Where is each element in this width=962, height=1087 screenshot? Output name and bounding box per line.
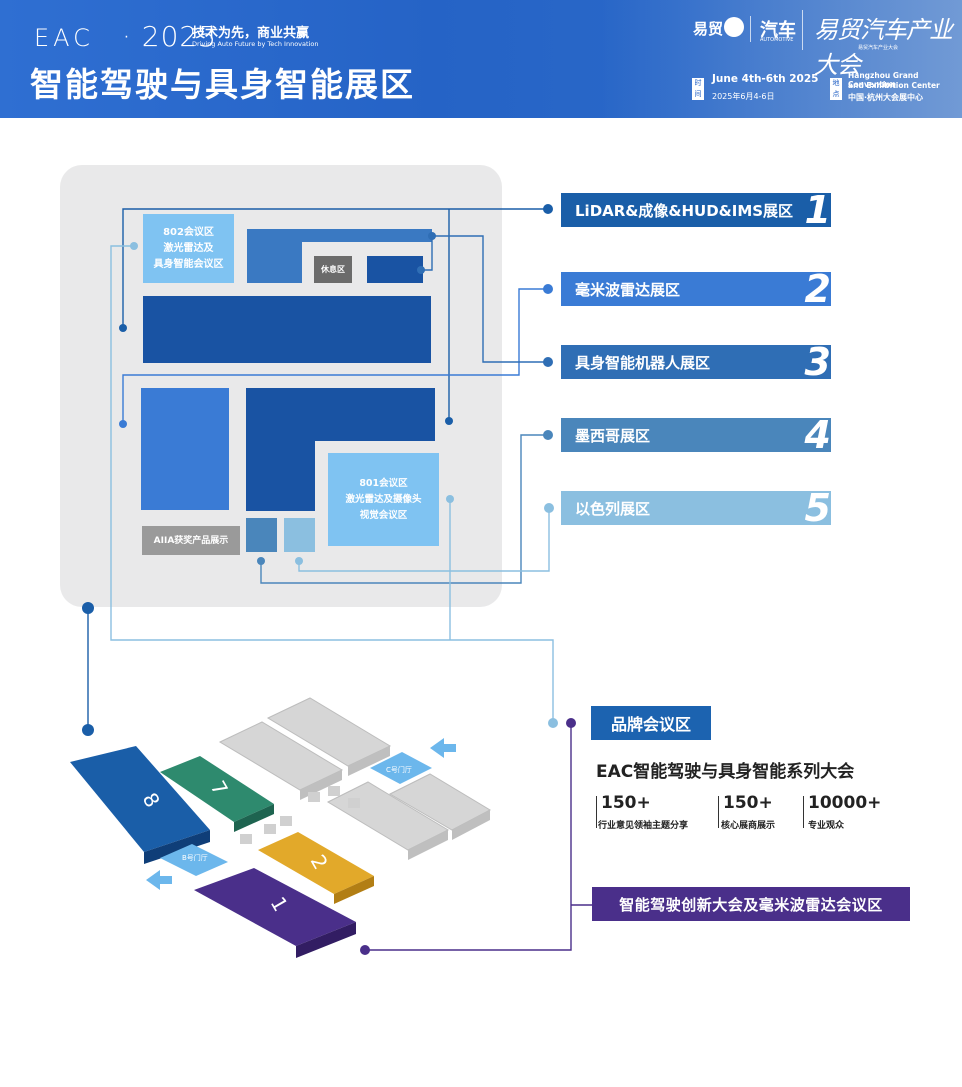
divider	[750, 16, 751, 42]
dot	[543, 284, 553, 294]
dot	[295, 557, 303, 565]
stat-value-1: 150+	[601, 793, 651, 813]
stat-divider	[803, 796, 804, 828]
aiia-label: AIIA获奖产品展示	[153, 535, 229, 546]
hall-2	[258, 832, 374, 894]
dot	[446, 495, 454, 503]
lobby-b	[160, 844, 228, 876]
zone-label-1-text: LiDAR&成像&HUD&IMS展区	[575, 201, 794, 220]
venue-3d-map: 8 7 2 1 B号门厅 C号门厅	[70, 697, 492, 958]
stat-value-2: 150+	[723, 793, 773, 813]
aiia-display: AIIA获奖产品展示	[142, 526, 240, 555]
dot	[82, 602, 94, 614]
conference-logo: 易贸汽车产业大会	[814, 16, 953, 79]
zone-label-5: 以色列展区 5	[561, 486, 831, 530]
zone-1-block	[247, 242, 302, 283]
dot	[119, 420, 127, 428]
venue-en-line2: and Exhibition Center	[848, 81, 940, 90]
entry-arrow-icon	[430, 738, 456, 758]
eac-year: · 2025	[122, 20, 218, 53]
dot	[548, 718, 558, 728]
dot	[445, 417, 453, 425]
hall-7	[160, 756, 274, 822]
stat-divider	[596, 796, 597, 828]
dot	[130, 242, 138, 250]
page-title: 智能驾驶与具身智能展区	[30, 65, 415, 104]
zone-number-5: 5	[804, 486, 831, 530]
zone-3-small	[367, 256, 423, 283]
venue-tag: 地点	[830, 78, 842, 100]
zone-label-1: LiDAR&成像&HUD&IMS展区 1	[561, 188, 831, 232]
lobby-c	[370, 752, 432, 784]
zone-5-booth	[284, 518, 315, 552]
dot	[544, 503, 554, 513]
eac-logo: EAC	[34, 24, 94, 52]
entry-arrow-icon	[146, 870, 172, 890]
dot	[543, 357, 553, 367]
dot	[119, 324, 127, 332]
stat-label-2: 核心展商展示	[721, 821, 776, 831]
divider	[802, 10, 803, 50]
zone-label-2-text: 毫米波雷达展区	[575, 280, 681, 299]
zone-802-meeting: 802会议区 激光雷达及 具身智能会议区	[143, 214, 234, 283]
lobby-b-label: B号门厅	[182, 853, 208, 862]
hall-1	[194, 868, 356, 946]
dot	[360, 945, 370, 955]
zone-label-4-text: 墨西哥展区	[575, 426, 651, 445]
zone-l-bottom	[246, 441, 315, 511]
brand-series-title: EAC智能驾驶与具身智能系列大会	[596, 762, 855, 782]
venue-en-line1: Hangzhou Grand Convention	[848, 71, 919, 89]
zone-number-1: 1	[804, 188, 831, 232]
stat-divider	[718, 796, 719, 828]
zone-label-3-text: 具身智能机器人展区	[575, 353, 711, 372]
date-cn: 2025年6月4-6日	[712, 92, 775, 101]
zone-3-large	[143, 296, 431, 363]
slogan-cn: 技术为先，商业共赢	[192, 26, 310, 41]
zone-4-booth	[246, 518, 277, 552]
date-en: June 4th-6th 2025	[712, 73, 819, 85]
yimao-circle-icon	[724, 17, 744, 37]
conference-logo-sub: 易贸汽车产业大会	[858, 45, 899, 51]
zone-label-2: 毫米波雷达展区 2	[561, 267, 831, 311]
date-tag: 时间	[692, 78, 704, 100]
zone-label-5-text: 以色列展区	[575, 499, 651, 518]
zone-number-4: 4	[804, 413, 831, 457]
zone-1-strip	[247, 229, 432, 242]
header-banner	[0, 0, 962, 118]
dot	[566, 718, 576, 728]
lobby-c-label: C号门厅	[386, 765, 412, 774]
dot	[417, 266, 425, 274]
dot	[257, 557, 265, 565]
stat-value-3: 10000+	[808, 793, 882, 813]
rest-area: 休息区	[314, 256, 352, 283]
zone-number-2: 2	[804, 267, 831, 311]
dot	[82, 724, 94, 736]
venue-cn: 中国·杭州大会展中心	[848, 93, 924, 102]
zone-802-label: 802会议区 激光雷达及 具身智能会议区	[153, 226, 224, 270]
zone-801-meeting: 801会议区 激光雷达及摄像头 视觉会议区	[328, 453, 439, 546]
yimao-logo: 易贸	[693, 20, 724, 38]
innovation-conference-tag: 智能驾驶创新大会及毫米波雷达会议区	[592, 887, 910, 921]
zone-l-top	[246, 388, 435, 441]
stat-label-1: 行业意见领袖主题分享	[598, 821, 689, 831]
dot	[543, 204, 553, 214]
zone-number-3: 3	[804, 340, 831, 384]
zone-801-label: 801会议区 激光雷达及摄像头 视觉会议区	[345, 477, 422, 521]
hall-8	[70, 746, 210, 852]
dot	[428, 232, 436, 240]
qiche-logo: 汽车	[760, 20, 796, 41]
zone-2-block	[141, 388, 229, 510]
dot	[543, 430, 553, 440]
slogan-en: Driving Auto Future by Tech Innovation	[192, 40, 319, 48]
zone-label-4: 墨西哥展区 4	[561, 413, 831, 457]
rest-area-label: 休息区	[321, 264, 345, 274]
zone-label-3: 具身智能机器人展区 3	[561, 340, 831, 384]
brand-meeting-tag: 品牌会议区	[591, 706, 711, 740]
qiche-logo-en: AUTOMOTIVE	[760, 37, 794, 43]
stat-label-3: 专业观众	[808, 821, 845, 831]
